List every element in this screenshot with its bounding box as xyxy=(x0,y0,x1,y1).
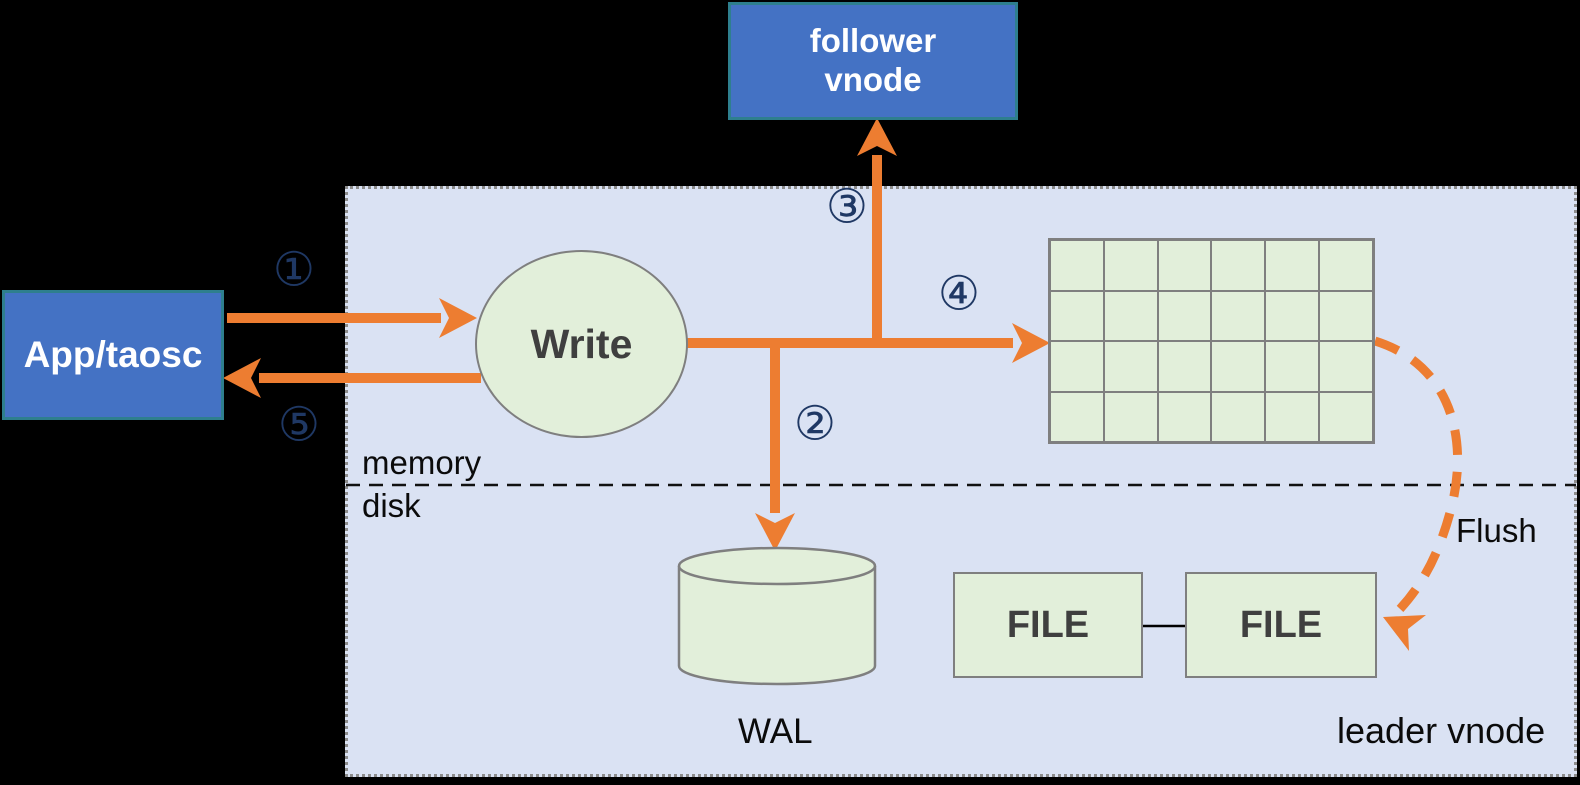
memtable-cell xyxy=(1319,391,1373,442)
wal-label: WAL xyxy=(738,712,813,751)
follower-vnode-node: follower vnode xyxy=(728,2,1018,120)
memtable-cell xyxy=(1103,391,1158,442)
memtable-cell xyxy=(1265,290,1320,341)
memtable-cell xyxy=(1211,341,1266,392)
file-right-label: FILE xyxy=(1239,603,1323,646)
write-label: Write xyxy=(530,320,633,367)
memtable-grid xyxy=(1048,238,1375,444)
memtable-cell xyxy=(1265,240,1320,291)
memtable-cell xyxy=(1157,341,1212,392)
memory-label: memory xyxy=(362,444,482,481)
arrow-3-head xyxy=(857,118,897,156)
file-node-right: FILE xyxy=(1185,572,1377,678)
file-node-left: FILE xyxy=(953,572,1143,678)
leader-vnode-label: leader vnode xyxy=(1337,710,1546,751)
memtable-cell xyxy=(1050,240,1104,291)
disk-label: disk xyxy=(362,487,421,524)
memtable-cell xyxy=(1103,240,1158,291)
step-5-badge: ⑤ xyxy=(277,397,321,453)
step-3-badge: ③ xyxy=(825,179,869,235)
write-node: Write xyxy=(475,250,688,438)
memtable-cell xyxy=(1211,290,1266,341)
memtable-cell xyxy=(1157,240,1212,291)
follower-vnode-label: follower vnode xyxy=(809,22,937,98)
memtable-cell xyxy=(1265,341,1320,392)
step-2-badge: ② xyxy=(793,396,837,452)
memtable-cell xyxy=(1050,341,1104,392)
memtable-cell xyxy=(1157,290,1212,341)
step-4-badge: ④ xyxy=(937,266,981,322)
memtable-cell xyxy=(1103,341,1158,392)
memtable-cell xyxy=(1050,290,1104,341)
arrow-5-head xyxy=(223,358,261,398)
step-1-badge: ① xyxy=(272,242,316,298)
memtable-cell xyxy=(1319,341,1373,392)
flush-label: Flush xyxy=(1456,512,1537,549)
memtable-cell xyxy=(1211,240,1266,291)
memtable-cell xyxy=(1211,391,1266,442)
app-taosc-node: App/taosc xyxy=(2,290,224,420)
app-taosc-label: App/taosc xyxy=(23,334,203,375)
memtable-cell xyxy=(1050,391,1104,442)
memtable-cell xyxy=(1319,240,1373,291)
wal-cylinder-icon xyxy=(677,546,877,686)
memtable-cell xyxy=(1157,391,1212,442)
memtable-cell xyxy=(1319,290,1373,341)
memtable-cell xyxy=(1265,391,1320,442)
memtable-cell xyxy=(1103,290,1158,341)
file-left-label: FILE xyxy=(1006,603,1090,646)
